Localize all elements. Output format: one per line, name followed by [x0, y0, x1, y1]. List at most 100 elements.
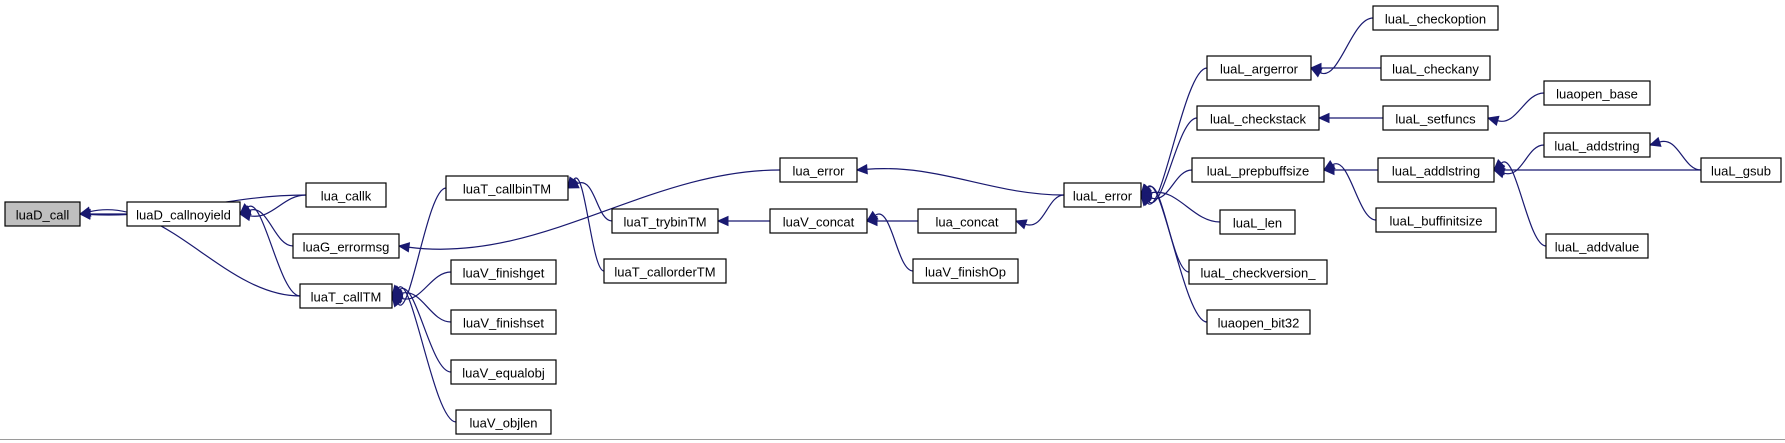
node-label: luaL_error [1073, 189, 1133, 204]
edge-luaL_checkstack-to-luaL_error [1148, 117, 1198, 204]
node-box [611, 208, 719, 234]
node-lual-checkstack[interactable]: luaL_checkstack [1196, 105, 1320, 131]
node-lual-argerror[interactable]: luaL_argerror [1206, 55, 1312, 81]
node-luaopen-base[interactable]: luaopen_base [1543, 80, 1651, 106]
node-luat-trybintm[interactable]: luaT_trybinTM [611, 208, 719, 234]
node-luaopen-bit32[interactable]: luaopen_bit32 [1206, 309, 1311, 335]
edge-luaV_finishset-to-luaT_callTM [401, 292, 452, 323]
node-label: luaL_checkstack [1210, 112, 1307, 127]
node-luad-callnoyield[interactable]: luaD_callnoyield [126, 201, 241, 227]
node-box [1543, 132, 1651, 158]
node-lual-checkoption[interactable]: luaL_checkoption [1372, 5, 1499, 31]
node-lua-callk[interactable]: lua_callk [305, 182, 387, 208]
arrowhead-luaD_callnoyield [239, 203, 252, 215]
edge-luaL_error-to-lua_error [866, 167, 1065, 196]
edge-luaT_callTM-to-luaD_callnoyield [247, 205, 301, 297]
node-box [1377, 157, 1495, 183]
node-box [450, 259, 557, 285]
node-lual-checkany[interactable]: luaL_checkany [1380, 55, 1491, 81]
node-label: luaL_checkany [1392, 62, 1479, 77]
node-label: luaL_len [1233, 216, 1282, 231]
node-luad-call[interactable]: luaD_call [4, 201, 81, 227]
arrowhead-luaL_checkstack [1317, 112, 1330, 124]
node-label: luaL_prepbuffsize [1207, 164, 1309, 179]
node-box [1188, 259, 1328, 285]
node-lual-addlstring[interactable]: luaL_addlstring [1377, 157, 1495, 183]
arrowhead-luaT_callTM [391, 284, 403, 297]
node-box [1700, 157, 1782, 183]
edge-luaL_len-to-luaL_error [1150, 191, 1221, 223]
node-box [445, 175, 569, 201]
edge-lua_error-to-luaG_errormsg [408, 169, 781, 250]
node-box [769, 208, 868, 234]
arrowhead-lua_concat [1014, 219, 1028, 230]
arrowhead-lua_error [855, 163, 868, 175]
node-label: luaD_call [16, 208, 70, 223]
node-box [1196, 105, 1320, 131]
node-label: luaV_finishget [463, 266, 545, 281]
node-box [450, 359, 557, 385]
edges-layer [78, 17, 1702, 423]
node-label: lua_callk [321, 189, 372, 204]
node-label: lua_concat [936, 215, 999, 230]
node-label: luaL_checkoption [1385, 12, 1486, 27]
node-label: luaV_finishOp [925, 265, 1006, 280]
node-luav-finishset[interactable]: luaV_finishset [450, 309, 557, 335]
node-lual-addvalue[interactable]: luaL_addvalue [1545, 233, 1649, 259]
node-label: luaT_callTM [311, 290, 382, 305]
arrowhead-luaL_addstring [1648, 136, 1662, 147]
node-lual-setfuncs[interactable]: luaL_setfuncs [1382, 105, 1489, 131]
node-luat-callordertm[interactable]: luaT_callorderTM [603, 258, 727, 284]
node-lual-len[interactable]: luaL_len [1219, 209, 1296, 235]
node-box [1372, 5, 1499, 31]
node-box [1545, 233, 1649, 259]
node-luav-finishop[interactable]: luaV_finishOp [912, 258, 1019, 284]
node-lual-addstring[interactable]: luaL_addstring [1543, 132, 1651, 158]
edge-luaopen_bit32-to-luaL_error [1146, 185, 1208, 323]
arrowhead-luaT_callbinTM [567, 176, 579, 190]
node-lua-error[interactable]: lua_error [779, 157, 858, 183]
node-lual-error[interactable]: luaL_error [1063, 182, 1142, 208]
node-luat-callbintm[interactable]: luaT_callbinTM [445, 175, 569, 201]
node-label: luaL_checkversion_ [1201, 266, 1317, 281]
node-label: luaT_callbinTM [463, 182, 551, 197]
node-box [1191, 157, 1325, 183]
node-label: luaV_equalobj [462, 366, 545, 381]
node-luav-finishget[interactable]: luaV_finishget [450, 259, 557, 285]
arrowhead-luaT_trybinTM [716, 215, 729, 227]
node-label: luaV_objlen [470, 416, 538, 431]
node-label: luaopen_bit32 [1218, 316, 1300, 331]
node-box [299, 283, 393, 309]
node-luav-objlen[interactable]: luaV_objlen [455, 409, 552, 435]
node-luat-calltm[interactable]: luaT_callTM [299, 283, 393, 309]
edge-luaL_addvalue-to-luaL_addlstring [1500, 161, 1547, 247]
node-lua-concat[interactable]: lua_concat [917, 208, 1017, 234]
node-lual-gsub[interactable]: luaL_gsub [1700, 157, 1782, 183]
node-luav-equalobj[interactable]: luaV_equalobj [450, 359, 557, 385]
node-box [1219, 209, 1296, 235]
node-label: luaT_trybinTM [623, 215, 706, 230]
edge-lua_callk-to-luaD_callnoyield [249, 194, 307, 217]
node-luav-concat[interactable]: luaV_concat [769, 208, 868, 234]
edge-luaopen_base-to-luaL_setfuncs [1497, 92, 1545, 122]
edge-luaL_argerror-to-luaL_error [1146, 67, 1208, 205]
edge-luaV_objlen-to-luaT_callTM [397, 286, 457, 423]
edge-luaL_addstring-to-luaL_addlstring [1503, 144, 1545, 175]
node-lual-prepbuffsize[interactable]: luaL_prepbuffsize [1191, 157, 1325, 183]
edge-luaL_checkoption-to-luaL_argerror [1319, 17, 1374, 75]
arrowhead-luaL_setfuncs [1486, 115, 1500, 126]
node-box [4, 201, 81, 227]
node-lual-checkversion-[interactable]: luaL_checkversion_ [1188, 259, 1328, 285]
node-lual-buffinitsize[interactable]: luaL_buffinitsize [1375, 207, 1497, 233]
node-box [1380, 55, 1491, 81]
edge-luaL_gsub-to-luaL_addstring [1659, 140, 1702, 171]
arrowhead-luaL_error [1140, 183, 1152, 196]
node-box [292, 233, 400, 259]
node-box [126, 201, 241, 227]
node-box [305, 182, 387, 208]
node-luag-errormsg[interactable]: luaG_errormsg [292, 233, 400, 259]
node-label: luaG_errormsg [303, 240, 390, 255]
node-box [1375, 207, 1497, 233]
arrowhead-luaL_addlstring [1492, 164, 1505, 176]
node-label: luaT_callorderTM [614, 265, 715, 280]
